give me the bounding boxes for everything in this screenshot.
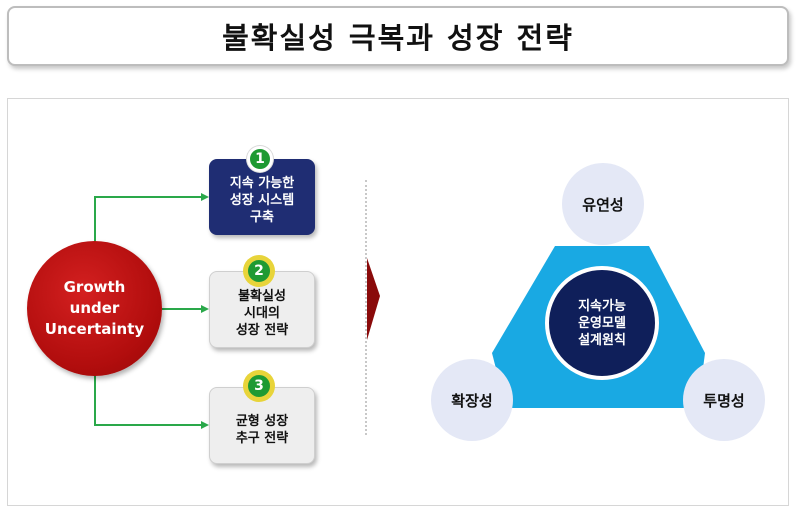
connector-2-arrowhead <box>201 305 209 313</box>
step-2-line-2: 시대의 <box>244 306 280 321</box>
growth-under-uncertainty-circle: Growth under Uncertainty <box>27 241 162 376</box>
source-line-2: under <box>69 299 120 317</box>
step-1-line-2: 성장 시스템 <box>229 192 295 208</box>
step-2-line-3: 성장 전략 <box>235 323 289 338</box>
step-box-3: 균형 성장 추구 전략 <box>209 387 315 464</box>
center-line-1: 지속가능 <box>578 298 626 314</box>
step-1-badge: 1 <box>247 146 273 172</box>
step-2-line-1: 불확실성 <box>238 289 286 304</box>
page-title: 불확실성 극복과 성장 전략 <box>222 21 574 55</box>
step-2-badge: 2 <box>246 258 272 284</box>
title-bar: 불확실성 극복과 성장 전략 <box>7 6 789 66</box>
step-3-line-1: 균형 성장 <box>235 413 289 429</box>
center-model-circle: 지속가능 운영모델 설계원칙 <box>545 266 659 380</box>
connector-3-arrowhead <box>201 421 209 429</box>
step-3-badge: 3 <box>246 373 272 399</box>
source-line-3: Uncertainty <box>44 320 145 338</box>
connector-1-arrowhead <box>201 193 209 201</box>
center-line-3: 설계원칙 <box>578 332 626 348</box>
step-3-line-2: 추구 전략 <box>235 430 289 446</box>
principle-top-circle: 유연성 <box>562 163 644 245</box>
step-1-line-1: 지속 가능한 <box>229 175 295 191</box>
principle-right-circle: 투명성 <box>683 359 765 441</box>
connector-3 <box>94 372 203 426</box>
center-line-2: 운영모델 <box>578 315 626 331</box>
principle-left-circle: 확장성 <box>431 359 513 441</box>
source-line-1: Growth <box>63 278 126 296</box>
section-divider <box>365 180 367 435</box>
step-1-line-3: 구축 <box>250 209 274 225</box>
connector-1 <box>94 196 203 248</box>
